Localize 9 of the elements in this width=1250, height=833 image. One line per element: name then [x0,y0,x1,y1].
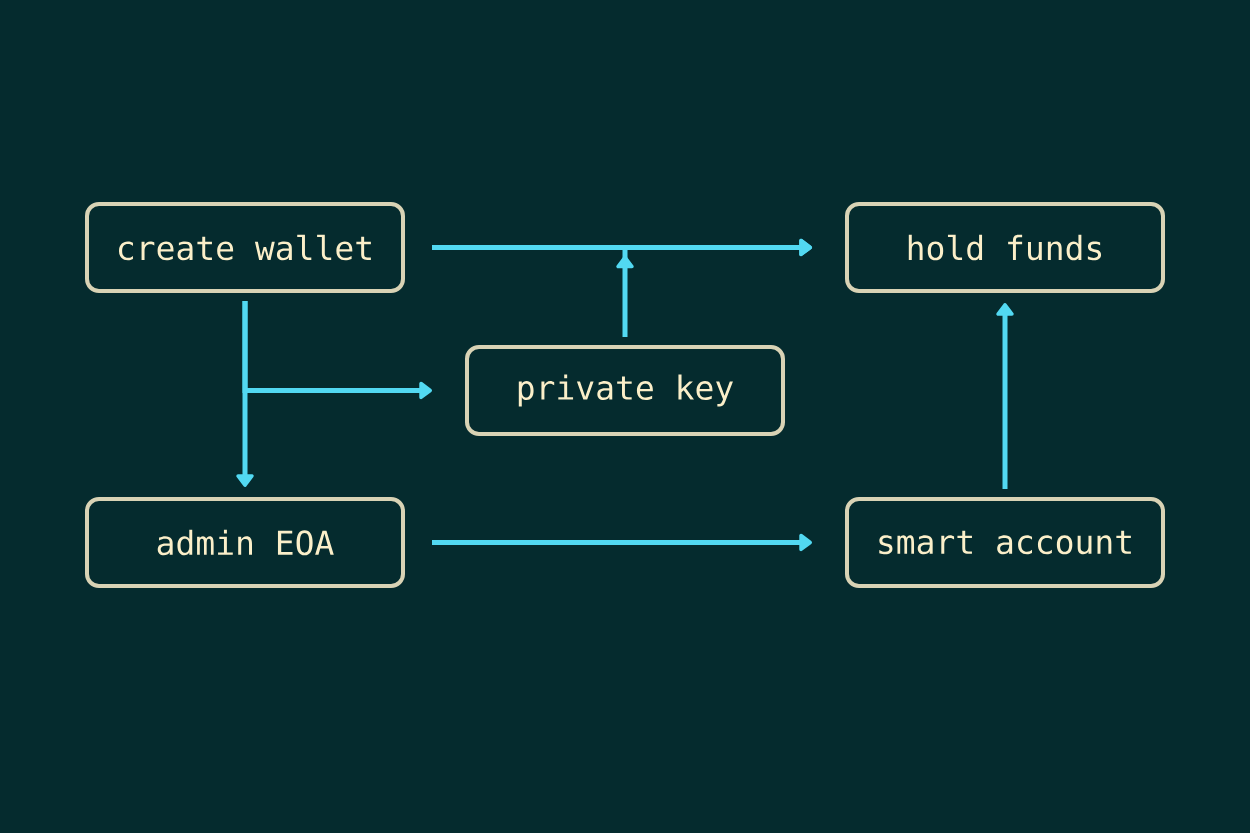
process-box: create wallet [85,202,405,293]
arrow [996,303,1014,489]
process-box: smart account [845,497,1165,588]
process-box: private key [465,345,785,436]
process-box: admin EOA [85,497,405,588]
arrow [242,301,432,400]
process-box: hold funds [845,202,1165,293]
arrow [616,238,812,337]
arrow [432,533,812,552]
